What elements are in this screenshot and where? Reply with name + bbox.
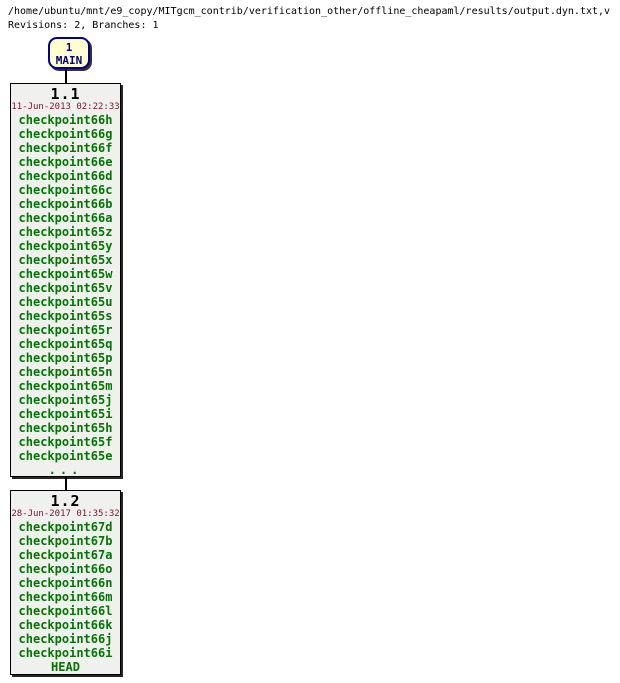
tag-label: checkpoint66n [18, 576, 113, 590]
connector-line-main-to-1-1 [65, 69, 67, 83]
tag-label: checkpoint65u [18, 295, 113, 309]
revision-number-label: 1.2 [50, 492, 81, 510]
tag-label: checkpoint65p [18, 351, 113, 365]
tag-label: checkpoint65x [18, 253, 113, 267]
tag-label: checkpoint66g [18, 127, 113, 141]
head-label: HEAD [51, 660, 80, 674]
tag-label: checkpoint66l [18, 604, 113, 618]
tag-label: checkpoint65j [18, 393, 113, 407]
collapsed-tags-ellipsis[interactable]: ... [48, 463, 83, 477]
revision-box-1-1[interactable]: 1.1 11-Jun-2013 02:22:33 checkpoint66h c… [10, 83, 121, 477]
tag-label: checkpoint66m [18, 590, 113, 604]
tag-label: checkpoint66k [18, 618, 113, 632]
tag-label: checkpoint65y [18, 239, 113, 253]
tag-label: checkpoint65q [18, 337, 113, 351]
tag-label: checkpoint65z [18, 225, 113, 239]
tag-label: checkpoint66o [18, 562, 113, 576]
tag-label: checkpoint66h [18, 113, 113, 127]
revision-date-label: 28-Jun-2017 01:35:32 [11, 509, 120, 519]
file-path-label: /home/ubuntu/mnt/e9_copy/MITgcm_contrib/… [8, 6, 611, 17]
tag-label: checkpoint65n [18, 365, 113, 379]
branch-number-label: 1 [65, 41, 73, 54]
tag-label: checkpoint65i [18, 407, 113, 421]
branch-name-label: MAIN [55, 54, 83, 67]
tag-label: checkpoint67b [18, 534, 113, 548]
tag-list: checkpoint66h checkpoint66g checkpoint66… [11, 113, 120, 463]
tag-label: checkpoint67d [18, 520, 113, 534]
tag-list: checkpoint67d checkpoint67b checkpoint67… [11, 520, 120, 660]
tag-label: checkpoint66b [18, 197, 113, 211]
tag-label: checkpoint66c [18, 183, 113, 197]
tag-label: checkpoint66d [18, 169, 113, 183]
branch-node-main[interactable]: 1 MAIN [48, 37, 90, 69]
tag-label: checkpoint66a [18, 211, 113, 225]
tag-label: checkpoint65m [18, 379, 113, 393]
connector-line-1-1-to-1-2 [65, 477, 67, 490]
tag-label: checkpoint65h [18, 421, 113, 435]
tag-label: checkpoint66j [18, 632, 113, 646]
tag-label: checkpoint66i [18, 646, 113, 660]
tag-label: checkpoint65v [18, 281, 113, 295]
revision-box-1-2[interactable]: 1.2 28-Jun-2017 01:35:32 checkpoint67d c… [10, 490, 121, 675]
tag-label: checkpoint66f [18, 141, 113, 155]
tag-label: checkpoint67a [18, 548, 113, 562]
tag-label: checkpoint66e [18, 155, 113, 169]
tag-label: checkpoint65r [18, 323, 113, 337]
revisions-summary-label: Revisions: 2, Branches: 1 [8, 20, 159, 31]
tag-label: checkpoint65s [18, 309, 113, 323]
revision-date-label: 11-Jun-2013 02:22:33 [11, 102, 120, 112]
revision-number-label: 1.1 [50, 85, 81, 103]
tag-label: checkpoint65f [18, 435, 113, 449]
tag-label: checkpoint65w [18, 267, 113, 281]
tag-label: checkpoint65e [18, 449, 113, 463]
